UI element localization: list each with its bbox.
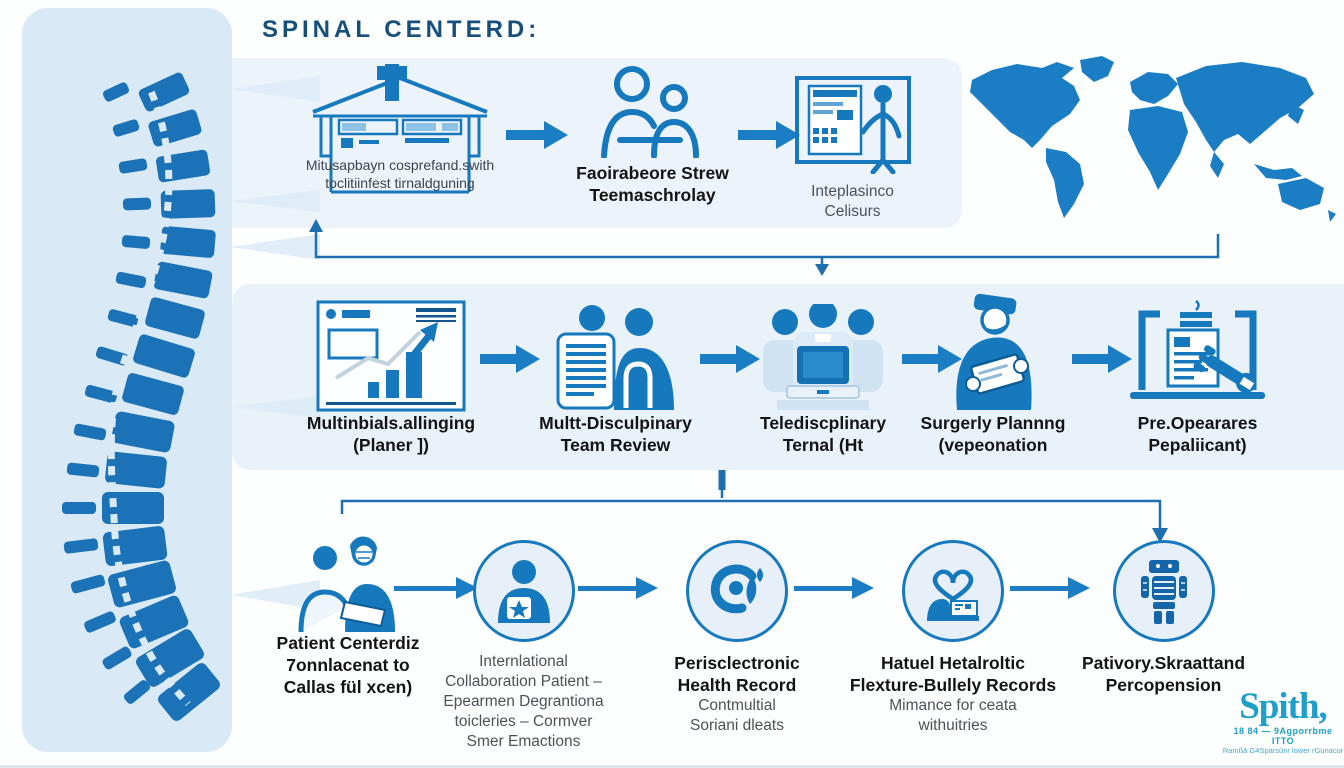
bottom-item-health-record: Perisclectronic Health Record Contmultia… — [642, 540, 832, 736]
middle-item-telehealth: Telediscplinary Ternal (Ht — [748, 294, 898, 456]
hospital-icon — [312, 64, 488, 194]
bottom-item-intl-collab-label: Internlational Collaboration Patient – E… — [443, 653, 604, 750]
arrow-right-icon — [394, 577, 478, 599]
bottom-item-health-record-sublabel: Contmultial Soriani dleats — [690, 697, 784, 734]
bottom-divider — [0, 765, 1344, 768]
analytics-chart-icon — [316, 300, 466, 412]
middle-item-analytics-label: Multinbials.allinging (Planer ]) — [306, 413, 476, 455]
bottom-item-perception: Pativory.Skraattand Percopension — [1066, 540, 1261, 696]
preop-document-icon — [1130, 300, 1265, 399]
arrow-right-icon — [1010, 577, 1090, 599]
star-badge-person-icon — [497, 560, 550, 623]
heart-device-icon — [927, 569, 979, 621]
arrow-right-icon — [700, 345, 760, 373]
middle-item-surgery-planning-label: Surgerly Plannng (vepeonation — [920, 413, 1066, 455]
bottom-item-patient-centered-label: Patient Centerdiz 7onnlacenat to Callas … — [276, 633, 420, 697]
brand-logo-subline1: 18 84 — 9Agporrbme ITTO — [1233, 726, 1333, 746]
middle-item-preop-label: Pre.Opearares Pepaliicant) — [1137, 413, 1258, 455]
bottom-item-records: Hatuel Hetalroltic Flexture-Bullely Reco… — [848, 540, 1058, 736]
robot-figure-icon — [1140, 560, 1187, 624]
top-item-family-label: Faoirabeore Strew Teemaschrolay — [576, 163, 729, 205]
top-item-hospital: Mitusapbayn cosprefand.swith toclitiinfe… — [298, 64, 502, 194]
bottom-item-intl-collab: Internlational Collaboration Patient – E… — [426, 540, 621, 752]
top-item-family: Faoirabeore Strew Teemaschrolay — [575, 66, 730, 206]
surgeon-icon — [956, 293, 1032, 410]
world-map-icon — [970, 56, 1336, 222]
middle-item-telehealth-label: Telediscplinary Ternal (Ht — [759, 413, 887, 455]
bottom-item-patient-centered: Patient Centerdiz 7onnlacenat to Callas … — [258, 532, 438, 698]
spine-illustration-icon — [62, 72, 220, 721]
brand-logo-subline2: Ramßā G4Sparsūnr lower rGünacor — [1222, 746, 1344, 755]
brand-logo-wordmark: Spith, — [1239, 686, 1328, 727]
middle-item-team-review-label: Multt-Disculpinary Team Review — [539, 413, 692, 455]
arrow-right-icon — [902, 345, 962, 373]
bottom-item-health-record-label: Perisclectronic Health Record — [674, 653, 800, 695]
page-title: SPINAL CENTERD: — [262, 16, 541, 43]
spinal-cord-line — [107, 76, 191, 707]
brand-logo: Spith, 18 84 — 9Agporrbme ITTO Ramßā G4S… — [1222, 686, 1344, 756]
middle-item-preop: Pre.Opearares Pepaliicant) — [1115, 292, 1280, 456]
bottom-item-records-sublabel: Mimance for ceata withuitries — [889, 697, 1017, 734]
circle-badge — [686, 540, 788, 642]
bottom-item-records-label: Hatuel Hetalroltic Flexture-Bullely Reco… — [849, 653, 1057, 695]
arrow-right-icon — [1072, 345, 1132, 373]
bottom-item-perception-label: Pativory.Skraattand Percopension — [1081, 653, 1246, 695]
top-item-presentation-label: Inteplasinco Celisurs — [811, 183, 894, 220]
middle-item-team-review: Multt-Disculpinary Team Review — [538, 294, 693, 456]
top-item-presentation: Inteplasinco Celisurs — [785, 74, 920, 222]
swoosh-icon — [710, 564, 763, 614]
arrow-right-icon — [794, 577, 874, 599]
middle-item-surgery-planning: Surgerly Plannng (vepeonation — [918, 290, 1068, 456]
team-review-icon — [556, 305, 674, 410]
middle-item-analytics: Multinbials.allinging (Planer ]) — [306, 294, 476, 456]
telehealth-icon — [763, 304, 883, 410]
family-icon — [600, 66, 699, 158]
circle-badge — [472, 540, 575, 642]
arrow-right-icon — [578, 577, 658, 599]
arrow-right-icon — [738, 121, 800, 149]
top-item-hospital-label: Mitusapbayn cosprefand.swith toclitiinfe… — [305, 157, 495, 191]
presentation-icon — [794, 76, 911, 174]
circle-badge — [902, 540, 1004, 642]
callout-wedge — [230, 234, 320, 260]
arrow-right-icon — [506, 121, 568, 149]
circle-badge — [1112, 540, 1215, 642]
patient-pair-icon — [298, 536, 395, 632]
arrow-right-icon — [480, 345, 540, 373]
spine-panel — [22, 8, 232, 752]
